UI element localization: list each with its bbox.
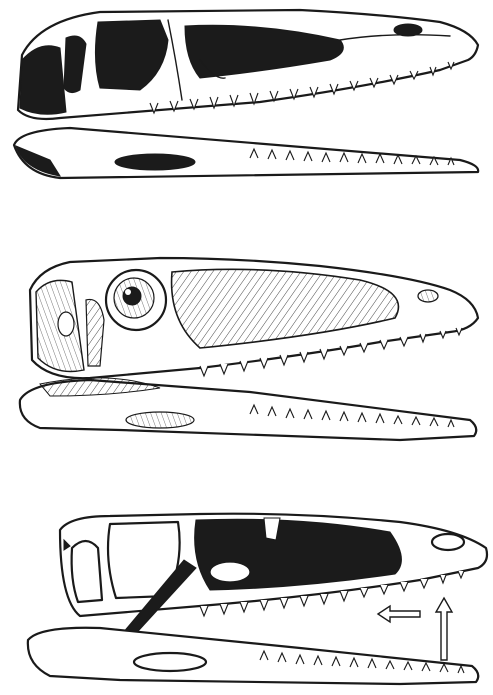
up-arrow-icon xyxy=(436,598,452,660)
skull-bottom-nostril xyxy=(432,534,464,550)
skull-bottom-lower-jaw xyxy=(28,628,478,684)
skull-bottom-mandibular-fenestra xyxy=(134,653,206,671)
skull-middle-eye xyxy=(106,270,166,330)
skull-top-posterior-dark xyxy=(20,46,66,115)
skull-top-mandibular-fenestra xyxy=(115,154,195,170)
skull-middle-mandibular-fenestra xyxy=(126,412,194,428)
skull-middle xyxy=(20,258,478,440)
skull-top xyxy=(14,10,478,178)
skull-bottom xyxy=(28,514,487,684)
left-arrow-icon xyxy=(378,606,420,622)
skull-top-lower-jaw xyxy=(14,128,478,178)
skull-middle-nostril xyxy=(418,290,438,302)
